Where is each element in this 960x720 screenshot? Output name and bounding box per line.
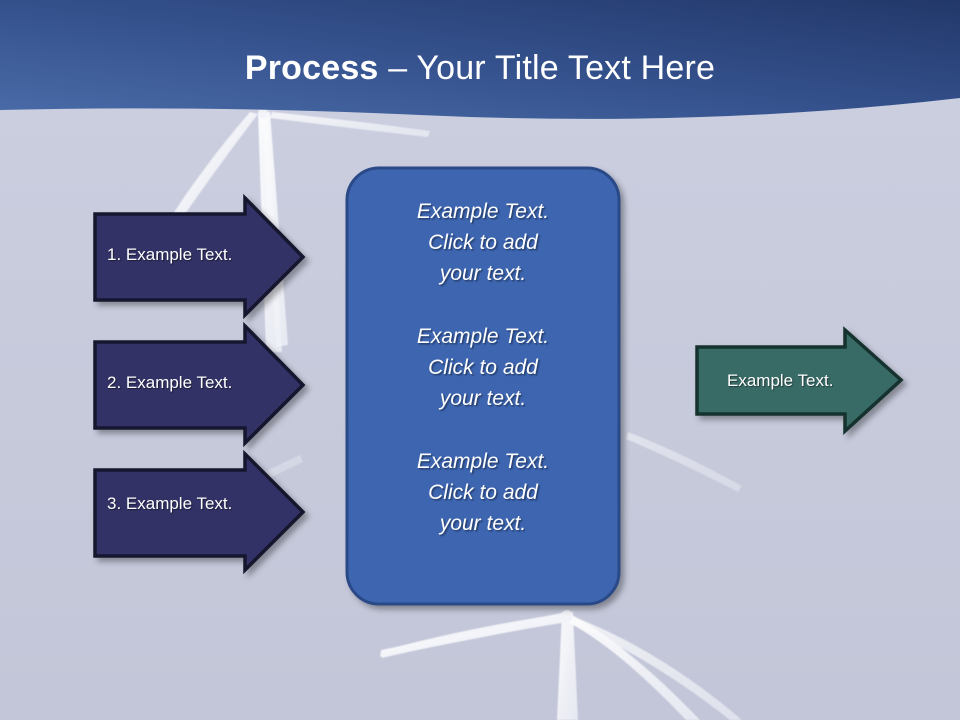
process-arrow-1[interactable]: [93, 193, 306, 320]
result-arrow[interactable]: [695, 326, 904, 435]
result-arrow-label: Example Text.: [727, 371, 834, 390]
center-content-text: Example Text. Click to add your text. Ex…: [366, 196, 600, 539]
process-arrow-2[interactable]: [93, 321, 306, 448]
center-paragraph-1: Example Text. Click to add your text.: [416, 200, 550, 285]
center-paragraph-3: Example Text. Click to add your text.: [416, 450, 550, 535]
wind-turbine-lower: [380, 610, 742, 720]
process-arrow-2-label: 2. Example Text.: [107, 373, 233, 392]
process-arrow-3-label: 3. Example Text.: [107, 494, 233, 513]
center-content-box[interactable]: [345, 166, 621, 606]
center-paragraph-2: Example Text. Click to add your text.: [416, 325, 550, 410]
process-arrow-1-label: 1. Example Text.: [107, 245, 233, 264]
header-band: [0, 0, 960, 119]
process-arrow-3[interactable]: [93, 449, 306, 575]
